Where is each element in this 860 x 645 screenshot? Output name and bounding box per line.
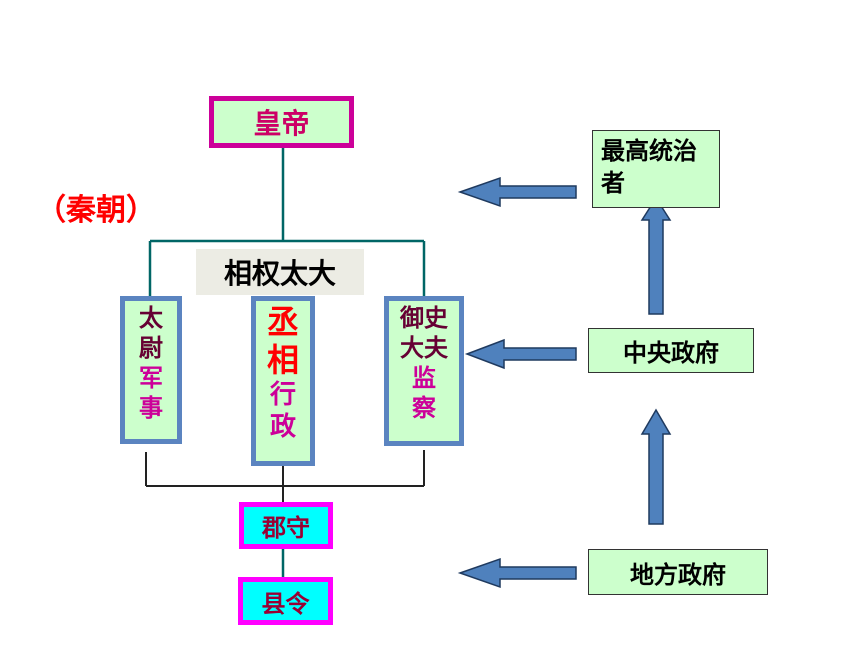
level-central-box: 中央政府 xyxy=(588,328,754,373)
commandery-label: 郡守 xyxy=(262,514,310,542)
official-taiwei: 太尉 军事 xyxy=(120,296,182,444)
dynasty-label: （秦朝） xyxy=(36,193,156,228)
emperor-label: 皇帝 xyxy=(253,107,310,140)
arrow-up-top-icon xyxy=(640,196,672,315)
arrow-up-central-icon xyxy=(640,408,672,525)
county-label: 县令 xyxy=(261,589,310,618)
level-local-label: 地方政府 xyxy=(630,560,726,589)
level-central-label: 中央政府 xyxy=(623,339,719,367)
arrow-left-top-icon xyxy=(457,176,577,208)
official-chengxiang: 丞相 行政 xyxy=(251,296,315,466)
arrow-left-central-icon xyxy=(464,338,577,370)
official-taiwei-duty: 军事 xyxy=(139,364,163,422)
official-yushi-duty: 监察 xyxy=(412,364,436,422)
official-chengxiang-duty: 行政 xyxy=(269,380,296,442)
commandery-box: 郡守 xyxy=(239,502,333,549)
emperor-box: 皇帝 xyxy=(209,96,354,148)
official-taiwei-title: 太尉 xyxy=(139,304,163,362)
power-label: 相权太大 xyxy=(196,249,364,295)
arrow-left-local-icon xyxy=(457,557,577,589)
county-box: 县令 xyxy=(238,577,333,625)
official-yushi-title: 御史大夫 xyxy=(400,304,448,362)
level-top-box: 最高统治者 xyxy=(592,130,720,208)
level-top-label: 最高统治者 xyxy=(601,137,697,197)
official-yushi: 御史大夫 监察 xyxy=(384,296,464,446)
level-local-box: 地方政府 xyxy=(588,549,768,595)
official-chengxiang-title: 丞相 xyxy=(266,303,299,379)
